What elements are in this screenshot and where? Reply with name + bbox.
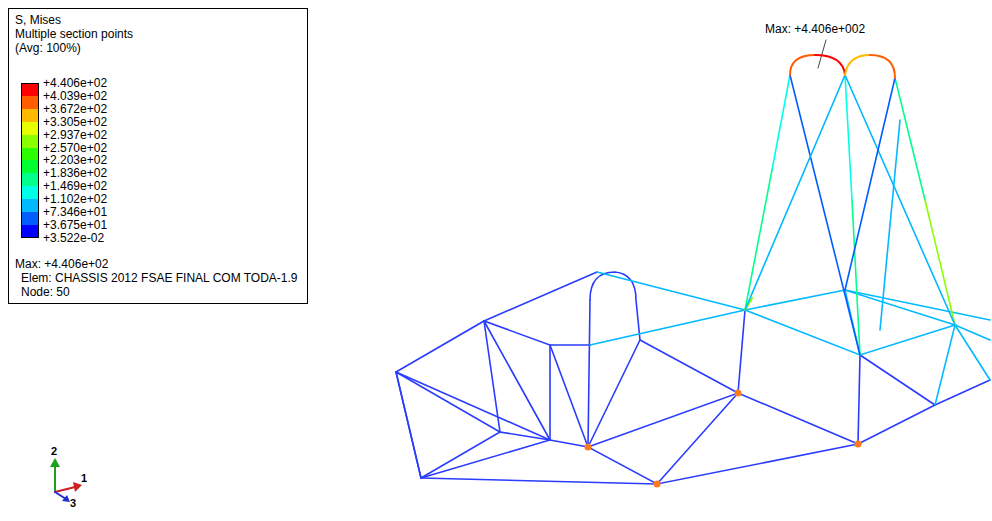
legend-swatch [21, 122, 39, 136]
legend-value: +1.836e+02 [43, 166, 107, 180]
legend-box: S, MisesMultiple section points(Avg: 100… [8, 8, 308, 304]
legend-text: Node: 50 [21, 285, 70, 299]
legend-value: +1.102e+02 [43, 192, 107, 206]
legend-value: +4.039e+02 [43, 89, 107, 103]
legend-swatch [21, 199, 39, 213]
legend-value: +1.469e+02 [43, 179, 107, 193]
legend-swatch [21, 96, 39, 110]
axis-label: 3 [70, 496, 76, 510]
legend-value: +2.570e+02 [43, 141, 107, 155]
legend-swatch [21, 109, 39, 123]
legend-text: Multiple section points [15, 27, 133, 41]
legend-value: +4.406e+02 [43, 76, 107, 90]
legend-text: Max: +4.406e+02 [15, 257, 108, 271]
legend-text: Elem: CHASSIS 2012 FSAE FINAL COM TODA-1… [21, 271, 298, 285]
legend-text: (Avg: 100%) [15, 41, 81, 55]
axis-label: 2 [51, 444, 57, 458]
legend-swatch [21, 212, 39, 226]
max-label: Max: +4.406e+002 [765, 22, 865, 36]
legend-swatch [21, 135, 39, 149]
legend-value: +2.203e+02 [43, 153, 107, 167]
legend-swatch [21, 186, 39, 200]
legend-text: S, Mises [15, 13, 61, 27]
legend-value: +2.937e+02 [43, 128, 107, 142]
legend-swatch [21, 173, 39, 187]
legend-swatch [21, 148, 39, 162]
axis-label: 1 [81, 471, 87, 485]
legend-swatch [21, 160, 39, 174]
legend-value: +3.305e+02 [43, 115, 107, 129]
legend-swatch [21, 225, 39, 239]
legend-value: +3.522e-02 [43, 231, 104, 245]
legend-value: +3.675e+01 [43, 218, 107, 232]
legend-value: +7.346e+01 [43, 205, 107, 219]
legend-swatch [21, 83, 39, 97]
legend-value: +3.672e+02 [43, 102, 107, 116]
